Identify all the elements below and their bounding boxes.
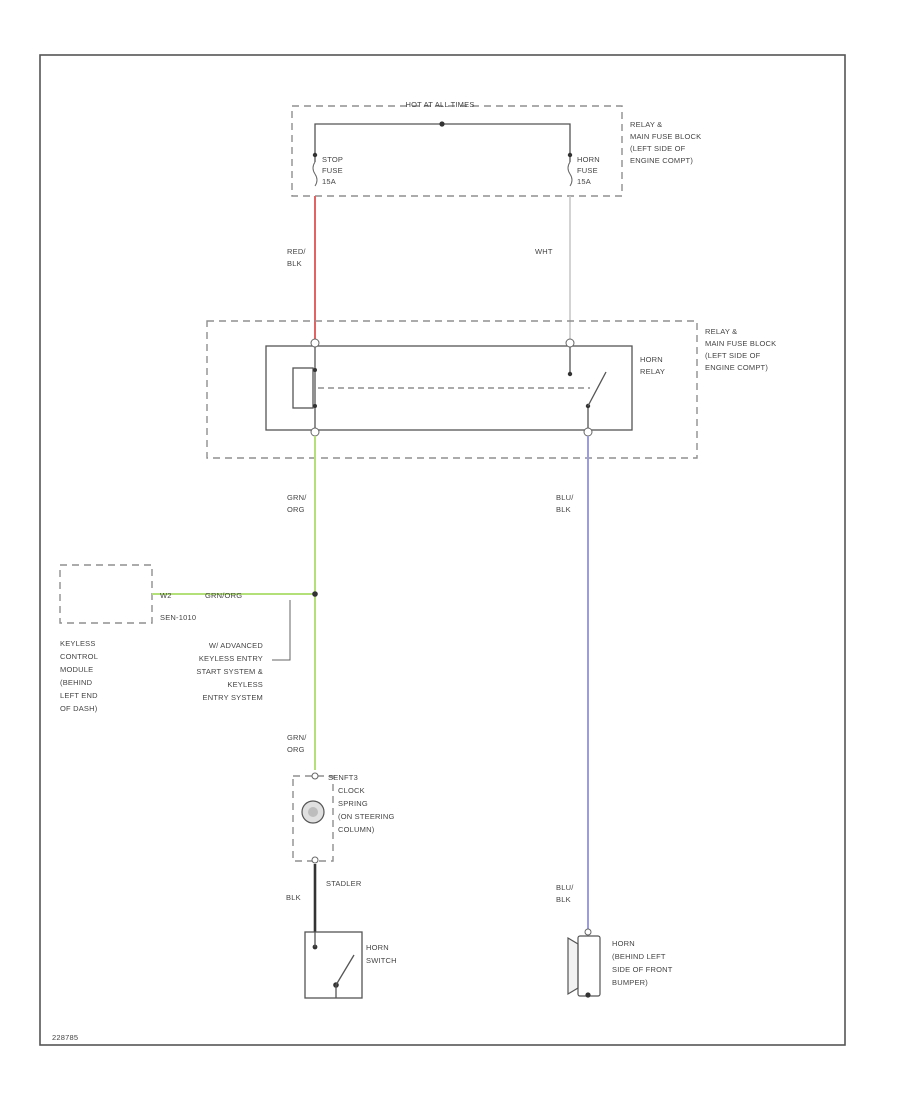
relay-switch-arm xyxy=(587,371,607,407)
wire-wht-label: WHT xyxy=(535,247,553,256)
clock-spring-label-2: CLOCK xyxy=(338,786,365,795)
relay-block-name-3: (LEFT SIDE OF xyxy=(705,351,761,360)
keyless-splice xyxy=(312,591,318,597)
clock-spring-sub-label: STADLER xyxy=(326,879,362,888)
horn-fuse-symbol xyxy=(567,161,573,187)
keyless-note-2: KEYLESS ENTRY xyxy=(199,654,263,663)
wire-blu-blk-upper-label-2: BLK xyxy=(556,505,571,514)
relay-block-outline xyxy=(206,320,698,459)
horn-fuse-label-2: FUSE xyxy=(577,166,598,175)
keyless-branch: W2 GRN/ORG SEN-1010 W/ ADVANCED KEYLESS … xyxy=(59,564,318,713)
fuse-block-name-3: (LEFT SIDE OF xyxy=(630,144,686,153)
keyless-note-4: KEYLESS xyxy=(227,680,263,689)
horn-ground-dot xyxy=(585,992,591,998)
keyless-module-label-1: KEYLESS xyxy=(60,639,96,648)
wire-grn-org-upper-label-2: ORG xyxy=(287,505,305,514)
horn-switch-label-2: SWITCH xyxy=(366,956,397,965)
fuse-block-name-4: ENGINE COMPT) xyxy=(630,156,693,165)
horn-bell xyxy=(567,936,579,996)
horn-label-2: (BEHIND LEFT xyxy=(612,952,666,961)
keyless-note-5: ENTRY SYSTEM xyxy=(203,693,263,702)
fuse-block: HOT AT ALL TIMES STOP FUSE 15A HORN FUSE… xyxy=(291,100,701,197)
horn-switch-label-1: HORN xyxy=(366,943,389,952)
clock-spring-core xyxy=(308,807,318,817)
clock-spring-label-4: (ON STEERING xyxy=(338,812,395,821)
relay-block-name-1: RELAY & xyxy=(705,327,737,336)
wire-blk-label: BLK xyxy=(286,893,301,902)
horn-label-3: SIDE OF FRONT xyxy=(612,965,673,974)
stop-fuse-top-dot xyxy=(312,152,318,158)
relay-terminal-coil-in xyxy=(310,338,320,348)
stop-fuse-label-2: FUSE xyxy=(322,166,343,175)
keyless-module-label-2: CONTROL xyxy=(60,652,98,661)
keyless-note-3: START SYSTEM & xyxy=(196,667,263,676)
bus-splice xyxy=(439,121,445,127)
relay-block-name-2: MAIN FUSE BLOCK xyxy=(705,339,776,348)
clock-spring-label-1: SENFT3 xyxy=(328,773,358,782)
keyless-module-label-4: (BEHIND xyxy=(60,678,93,687)
relay-terminal-coil-out xyxy=(310,427,320,437)
wire-red-blk-label-1: RED/ xyxy=(287,247,306,256)
coil-dot-bottom xyxy=(313,404,317,408)
horn: HORN (BEHIND LEFT SIDE OF FRONT BUMPER) xyxy=(567,928,673,998)
horn-label-1: HORN xyxy=(612,939,635,948)
keyless-module-label-6: OF DASH) xyxy=(60,704,98,713)
horn-relay-label-1: HORN xyxy=(640,355,663,364)
clock-spring-top-terminal xyxy=(311,772,319,780)
clock-spring-label-5: COLUMN) xyxy=(338,825,375,834)
horn-relay-box xyxy=(265,345,633,431)
horn-switch-arm xyxy=(335,954,355,986)
horn-fuse-label-3: 15A xyxy=(577,177,591,186)
keyless-module-box xyxy=(59,564,153,624)
clock-spring-label-3: SPRING xyxy=(338,799,368,808)
keyless-note-1: W/ ADVANCED xyxy=(209,641,264,650)
horn-terminal xyxy=(584,928,592,936)
horn-switch-box xyxy=(304,931,363,999)
relay-block: RELAY & MAIN FUSE BLOCK (LEFT SIDE OF EN… xyxy=(206,320,776,459)
keyless-pin-label: W2 xyxy=(160,591,172,600)
hot-at-all-times-label: HOT AT ALL TIMES xyxy=(405,100,474,109)
wire-red-blk-label-2: BLK xyxy=(287,259,302,268)
stop-fuse-label-3: 15A xyxy=(322,177,336,186)
horn-fuse-top-dot xyxy=(567,152,573,158)
figure-code: 228785 xyxy=(52,1033,78,1042)
keyless-module-label-5: LEFT END xyxy=(60,691,98,700)
hot-bus xyxy=(314,123,571,162)
relay-block-name-4: ENGINE COMPT) xyxy=(705,363,768,372)
stop-fuse-label-1: STOP xyxy=(322,155,343,164)
wire-blu-blk-lower-label-1: BLU/ xyxy=(556,883,574,892)
coil-dot-top xyxy=(313,368,317,372)
switch-fixed-contact xyxy=(567,371,573,377)
fuse-block-name-2: MAIN FUSE BLOCK xyxy=(630,132,701,141)
wire-grn-org-lower-label-1: GRN/ xyxy=(287,733,307,742)
fuse-block-outline xyxy=(291,105,623,197)
wire-blu-blk-lower-label-2: BLK xyxy=(556,895,571,904)
fuse-block-name-1: RELAY & xyxy=(630,120,662,129)
wire-grn-org-upper-label-1: GRN/ xyxy=(287,493,307,502)
keyless-wire-label: GRN/ORG xyxy=(205,591,242,600)
wire-grn-org-lower-label-2: ORG xyxy=(287,745,305,754)
diagram-border xyxy=(39,54,846,1046)
horn-label-4: BUMPER) xyxy=(612,978,648,987)
wire-blu-blk-upper-label-1: BLU/ xyxy=(556,493,574,502)
stop-fuse-symbol xyxy=(312,161,318,187)
horn-fuse-label-1: HORN xyxy=(577,155,600,164)
relay-coil xyxy=(292,367,314,409)
keyless-note-bracket xyxy=(272,600,291,661)
relay-terminal-switch-in xyxy=(565,338,575,348)
relay-terminal-switch-out xyxy=(583,427,593,437)
horn-switch: HORN SWITCH xyxy=(304,931,397,999)
clock-spring: SENFT3 CLOCK SPRING (ON STEERING COLUMN) xyxy=(292,772,395,864)
horn-relay-label-2: RELAY xyxy=(640,367,665,376)
keyless-module-label-3: MODULE xyxy=(60,665,93,674)
clock-spring-bottom-terminal xyxy=(311,856,319,864)
keyless-connector-label: SEN-1010 xyxy=(160,613,196,622)
horn-body xyxy=(577,935,601,997)
